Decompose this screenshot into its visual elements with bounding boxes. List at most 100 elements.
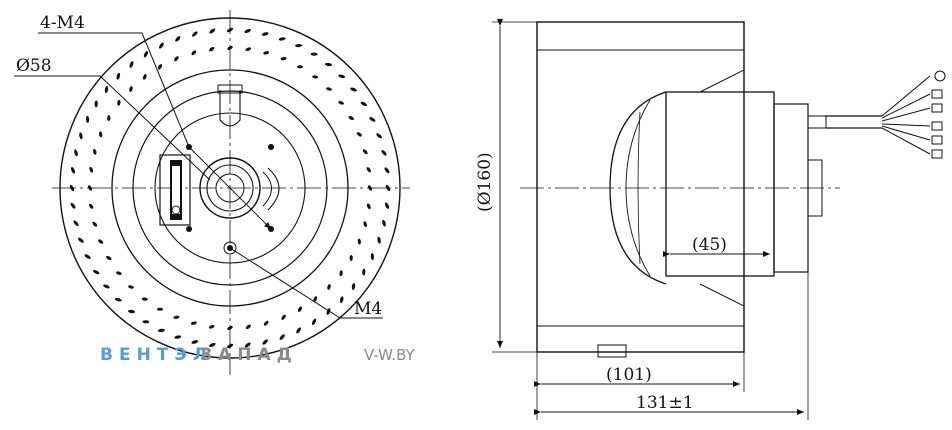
blade-slot — [384, 202, 390, 209]
leader-4-m4 — [38, 32, 190, 148]
blade-slot — [99, 131, 103, 138]
blade-slot — [175, 36, 181, 42]
impeller-outer-rim — [59, 17, 401, 359]
blade-slot — [382, 219, 386, 227]
label-bolt-circle: Ø58 — [16, 56, 52, 76]
blade-slot — [325, 62, 332, 67]
terminal-block — [159, 154, 191, 226]
blade-slot — [107, 115, 111, 121]
blade-slot — [117, 99, 121, 106]
spade-terminal — [931, 149, 943, 159]
cable-lead-2 — [881, 93, 931, 119]
blade-slot — [262, 339, 268, 345]
spade-terminal — [931, 103, 943, 113]
blade-slot — [327, 284, 331, 290]
spade-terminal — [931, 89, 943, 99]
blade-slot — [338, 74, 346, 79]
blade-slot — [70, 202, 76, 209]
blade-slot — [326, 308, 331, 315]
label-motor-offset: (45) — [692, 235, 727, 255]
blade-slot — [360, 101, 367, 107]
blade-slot — [280, 57, 287, 61]
blade-slot — [70, 167, 76, 174]
center-thread-ring — [223, 241, 237, 255]
blade-slot — [208, 324, 215, 329]
label-center-thread: M4 — [354, 299, 382, 319]
motor-dome-rib — [637, 111, 641, 265]
blade-slot — [142, 74, 147, 80]
blade-slot — [73, 220, 79, 226]
ring-terminal — [934, 70, 946, 82]
blade-slot — [129, 61, 134, 68]
blade-slot — [116, 271, 122, 276]
blade-slot — [245, 47, 252, 52]
mounting-hole — [268, 144, 274, 150]
blade-slot — [356, 132, 362, 137]
blade-slot — [141, 297, 148, 301]
blade-slot — [295, 43, 303, 48]
bolt-circle-dim-line — [188, 146, 272, 230]
blade-slot — [244, 28, 251, 34]
blade-slot — [74, 149, 78, 157]
blade-slot — [93, 269, 100, 275]
blade-slot — [376, 133, 382, 139]
cable-gland — [807, 115, 827, 129]
blade-slot — [351, 283, 356, 290]
motor-flange — [154, 112, 306, 264]
blade-slot — [326, 87, 332, 91]
blade-slot — [381, 150, 387, 156]
label-overall-length: 131±1 — [636, 393, 694, 413]
blade-slot — [157, 307, 163, 311]
blade-slot — [129, 86, 133, 92]
blade-slot — [363, 221, 367, 228]
impeller-inner-ring — [111, 69, 349, 307]
blade-slot — [106, 255, 112, 261]
blade-slot — [297, 65, 303, 69]
blade-slot — [377, 236, 381, 244]
blade-slot — [311, 318, 317, 325]
blade-slot — [128, 285, 134, 289]
blade-slot — [226, 27, 234, 33]
impeller-taper-bottom — [699, 283, 745, 326]
blade-slot — [92, 221, 98, 227]
blade-slot — [226, 343, 234, 349]
blade-slots — [69, 27, 391, 349]
impeller-body — [536, 21, 745, 353]
blade-slot — [312, 75, 319, 79]
cable-lead-6 — [881, 127, 931, 155]
leader-m4 — [229, 247, 383, 319]
blade-slot — [367, 185, 373, 191]
blade-slot — [190, 321, 197, 325]
blade-slot — [227, 325, 233, 331]
blade-slot — [245, 324, 251, 330]
side-view — [492, 19, 946, 420]
blade-slot — [191, 340, 199, 344]
blade-slot — [370, 253, 375, 261]
blade-slot — [366, 203, 371, 210]
blade-slot — [116, 72, 121, 80]
blade-slot — [357, 238, 361, 245]
blade-slot — [78, 237, 84, 243]
blade-slot — [157, 328, 165, 333]
blade-slot — [209, 342, 216, 348]
blade-slot — [85, 115, 90, 123]
blade-slot — [69, 184, 75, 192]
blade-slot — [366, 167, 372, 173]
blade-slot — [174, 335, 182, 339]
blade-slot — [173, 315, 180, 319]
blade-slot — [369, 117, 376, 122]
front-view — [14, 10, 410, 375]
blade-slot — [244, 342, 251, 348]
blade-slot — [338, 100, 344, 105]
terminal-strip-highlight — [172, 166, 180, 214]
blade-slot — [261, 32, 269, 36]
blade-slot — [87, 185, 93, 191]
blade-slot — [296, 327, 301, 334]
shaft-bore — [215, 173, 245, 203]
blade-slot — [142, 320, 150, 324]
blade-slot — [263, 320, 269, 326]
cable-lead-4 — [881, 123, 931, 127]
mounting-hole — [186, 226, 192, 232]
blade-slot — [192, 31, 198, 37]
